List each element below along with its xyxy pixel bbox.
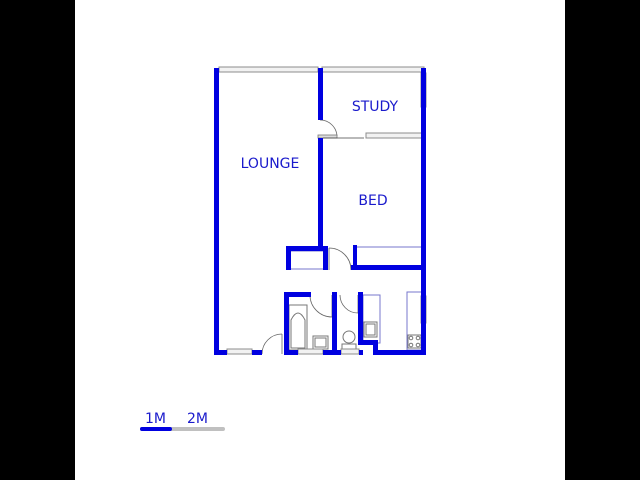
scale-bar-1m-segment: [140, 427, 172, 431]
window-lounge-top: [218, 66, 319, 73]
bathtub: [288, 304, 308, 351]
scale-bar: 1M 2M: [140, 411, 225, 431]
toilet-icon: [341, 330, 357, 351]
storage-cupboard: [289, 250, 328, 270]
doors: [261, 119, 364, 355]
door-bed: [328, 247, 352, 271]
door-wc: [339, 294, 359, 314]
window-wc-bottom: [340, 348, 360, 355]
window-study-bed: [365, 132, 423, 139]
stove-icon: [407, 334, 422, 349]
window-study-top: [321, 66, 425, 73]
scale-label-2m: 2M: [187, 411, 208, 427]
window-bath-bottom: [297, 348, 324, 355]
bed-cupboard: [355, 246, 423, 268]
window-lounge-bottom: [226, 348, 253, 355]
door-study: [319, 119, 338, 137]
room-label-study: STUDY: [352, 99, 399, 115]
door-bathroom: [309, 294, 333, 318]
kitchen-sink-icon: [363, 321, 378, 338]
scale-label-1m: 1M: [145, 411, 166, 427]
door-entrance: [261, 333, 283, 355]
room-label-lounge: LOUNGE: [241, 156, 300, 172]
walls: [214, 68, 426, 355]
kitchen-counter-right: [406, 291, 423, 351]
basin-icon: [312, 335, 329, 350]
room-label-bed: BED: [358, 193, 387, 209]
